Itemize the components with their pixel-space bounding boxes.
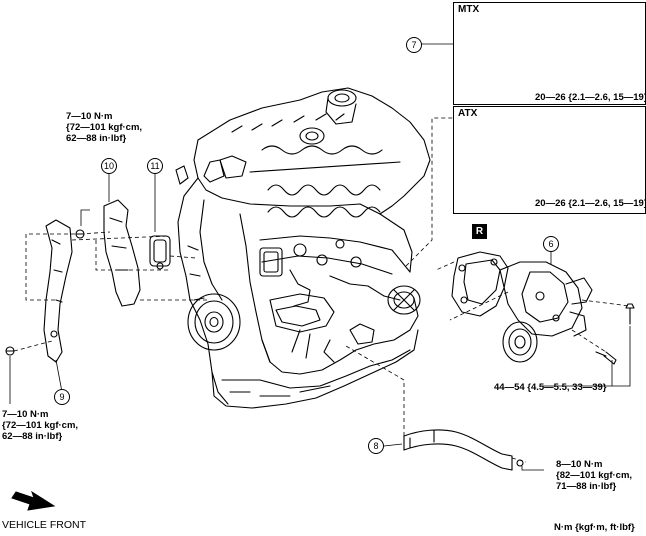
callout-7: 7 xyxy=(406,37,422,53)
torque-hose-line1: 8—10 N·m xyxy=(556,459,603,470)
torque-upper-left-line3: 62—88 in·lbf} xyxy=(66,133,127,144)
mtx-title: MTX xyxy=(458,4,480,15)
mtx-torque-label: 20—26 {2.1—2.6, 15—19} xyxy=(535,92,646,103)
units-label: N·m {kgf·m, ft·lbf} xyxy=(554,522,635,533)
torque-hose-line3: 71—88 in·lbf} xyxy=(556,481,617,492)
vehicle-front-arrow xyxy=(11,490,56,511)
atx-title: ATX xyxy=(458,108,478,119)
part-10-timing-cover-upper xyxy=(103,199,141,307)
part-8-water-hose xyxy=(403,429,524,471)
torque-hose-line2: {82—101 kgf·cm, xyxy=(556,470,633,481)
callout-11: 11 xyxy=(147,158,163,174)
part-6-water-pump xyxy=(451,251,635,365)
bolt-timing-cover-lower xyxy=(5,346,15,356)
mtx-inset-box xyxy=(453,2,646,105)
part-11-gasket xyxy=(149,235,171,270)
replace-part-badge: R xyxy=(472,224,487,239)
torque-upper-left-line2: {72—101 kgf·cm, xyxy=(66,122,143,133)
engine-assembly xyxy=(175,87,431,409)
callout-9: 9 xyxy=(54,389,70,405)
torque-upper-left-line1: 7—10 N·m xyxy=(66,111,113,122)
torque-lower-left-line2: {72—101 kgf·cm, xyxy=(2,420,79,431)
callout-8: 8 xyxy=(368,438,384,454)
atx-inset-box xyxy=(453,106,646,214)
torque-water-pump: 44—54 {4.5—5.5, 33—39} xyxy=(494,382,607,393)
torque-lower-left-line1: 7—10 N·m xyxy=(2,409,49,420)
atx-torque-label: 20—26 {2.1—2.6, 15—19} xyxy=(535,198,646,209)
vehicle-front-label: VEHICLE FRONT xyxy=(2,519,87,531)
callout-6: 6 xyxy=(543,236,559,252)
torque-lower-left-line3: 62—88 in·lbf} xyxy=(2,431,63,442)
part-9-timing-cover-lower xyxy=(43,219,73,363)
callout-10: 10 xyxy=(101,158,117,174)
